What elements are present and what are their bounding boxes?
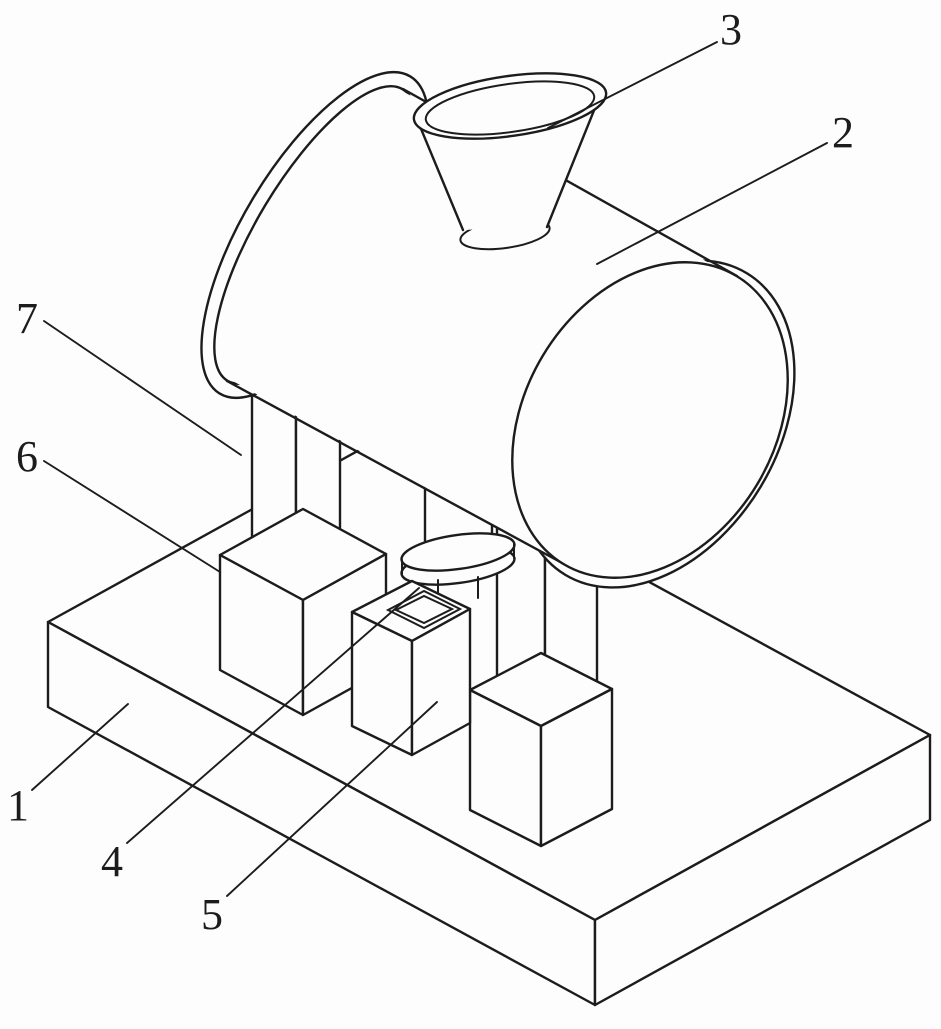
hopper-rim-inner xyxy=(424,80,596,136)
label-3: 3 xyxy=(720,5,742,54)
base-right-face xyxy=(593,733,932,1007)
label-5: 5 xyxy=(201,890,223,939)
label-7: 7 xyxy=(16,294,38,343)
leader-line-5 xyxy=(226,701,438,897)
label-2: 2 xyxy=(832,108,854,157)
leader-line-6 xyxy=(43,460,221,573)
label-4: 4 xyxy=(101,837,123,886)
drum-right-end-face xyxy=(511,261,789,579)
leader-line-4 xyxy=(126,587,420,844)
drum-cylinder xyxy=(200,70,796,589)
drum-bottom-edge xyxy=(225,379,566,566)
leader-line-3 xyxy=(547,41,718,129)
leader-line-2 xyxy=(596,142,828,265)
box-front-right-face xyxy=(410,607,472,757)
leader-line-7 xyxy=(43,320,242,456)
hopper-cone-right-edge xyxy=(545,96,601,229)
box-opening-outer xyxy=(385,589,463,630)
pipe-flange xyxy=(400,532,516,602)
right-support-pedestal xyxy=(468,651,614,848)
leader-line-1 xyxy=(31,703,129,791)
box-opening-inner xyxy=(393,594,455,625)
leader-lines xyxy=(31,41,828,897)
part-labels: 1 2 3 4 5 6 7 xyxy=(7,5,854,939)
label-6: 6 xyxy=(16,432,38,481)
label-1: 1 xyxy=(7,781,29,830)
right-pedestal-right-face xyxy=(539,687,614,848)
hopper-cone-left-edge xyxy=(417,122,465,232)
collection-box xyxy=(350,579,472,757)
